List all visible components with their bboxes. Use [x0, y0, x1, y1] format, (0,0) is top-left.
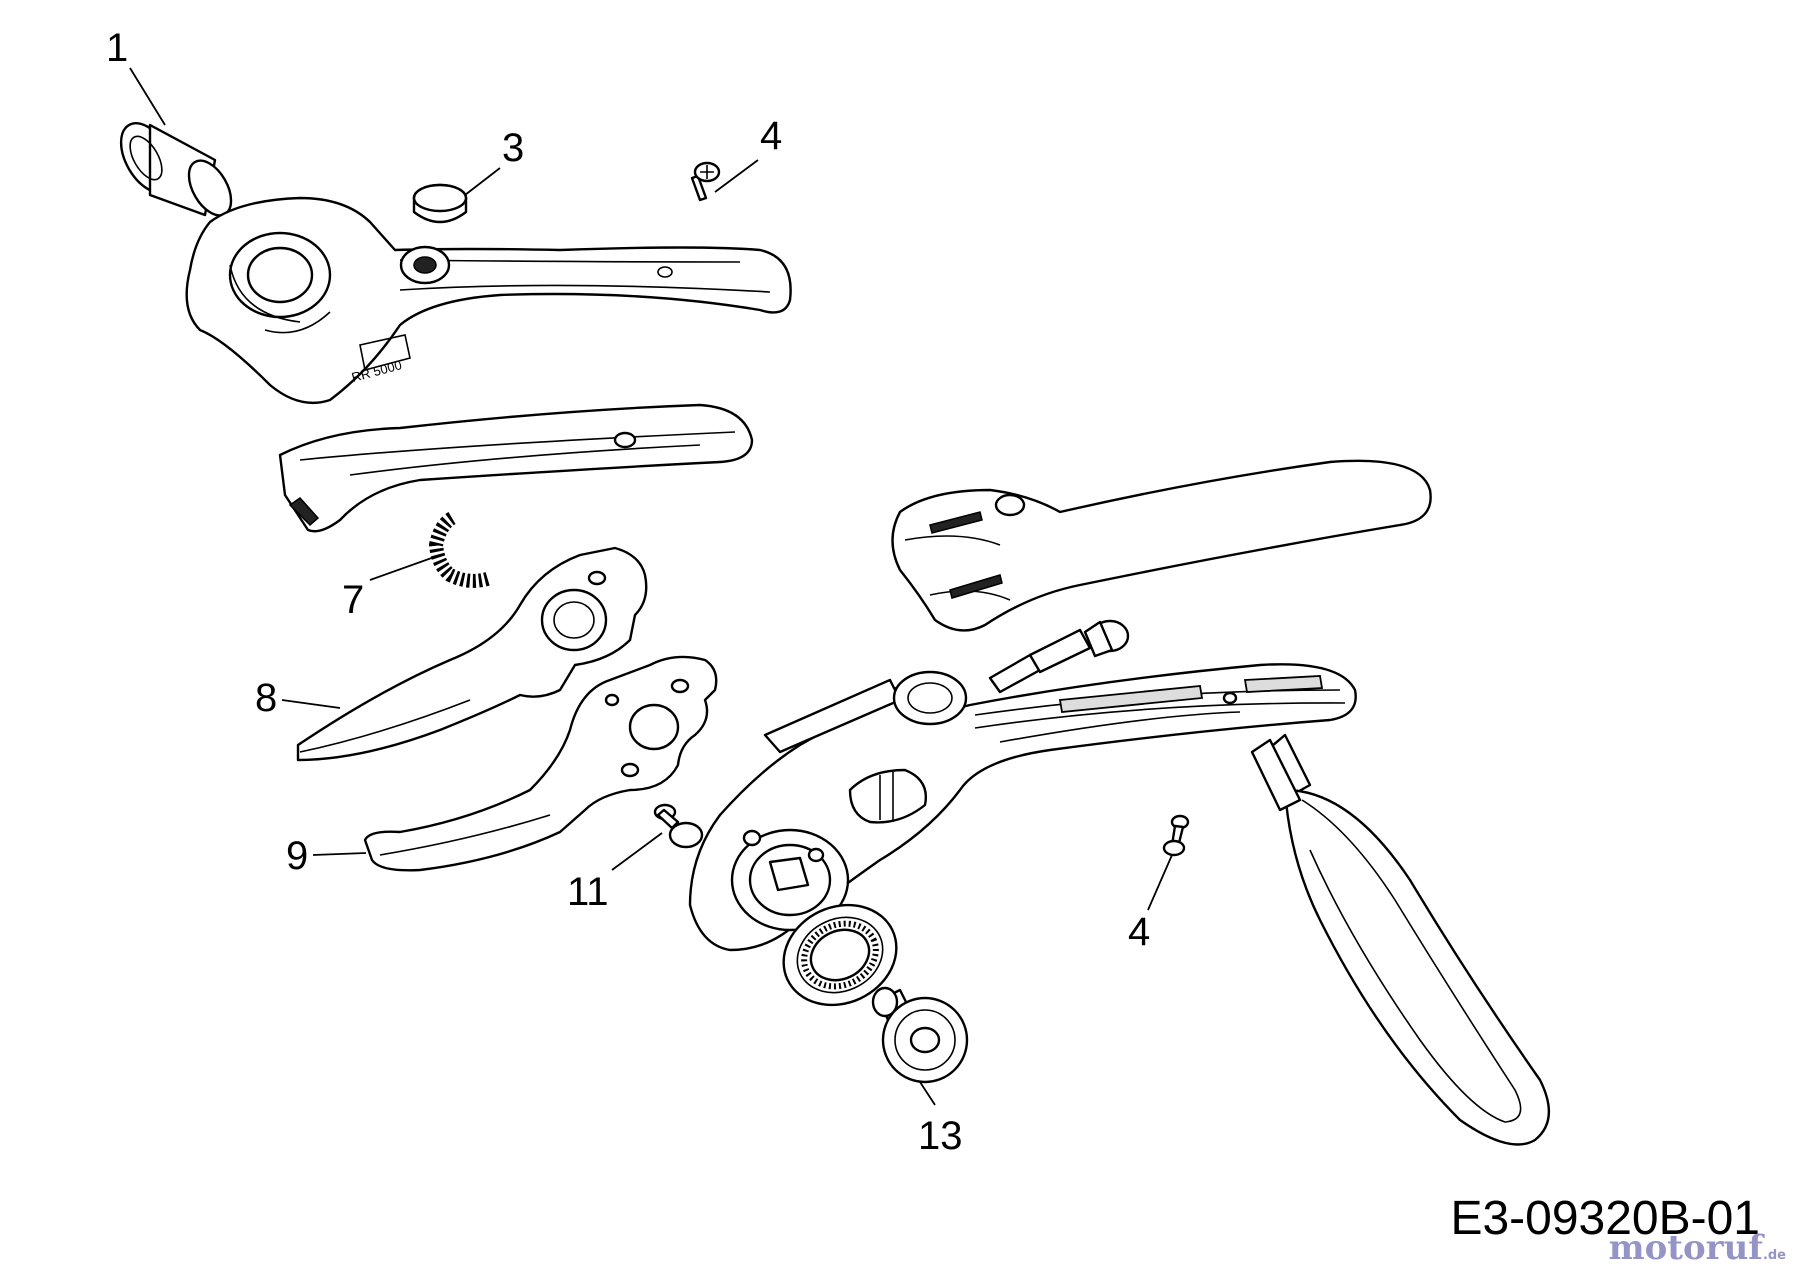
part-4-screw-top — [690, 161, 721, 202]
part-8-upper-blade — [296, 546, 648, 762]
watermark-suffix: .de — [1762, 1248, 1786, 1263]
grip-sleeve — [891, 459, 1432, 632]
callout-11: 11 — [567, 870, 609, 914]
wrist-strap — [1250, 733, 1551, 1146]
callout-8: 8 — [255, 676, 278, 720]
leader-lines — [129, 67, 1173, 1106]
part-3-stopper — [412, 183, 468, 224]
upper-handle: RR 5000 — [185, 196, 792, 404]
part-7-spring — [428, 511, 493, 588]
bearing-ring — [782, 903, 898, 1007]
handle-cover-plate — [278, 403, 754, 533]
part-13-pivot-bolt — [871, 986, 969, 1084]
motoruf-watermark: motoruf.de — [1609, 1228, 1786, 1268]
part-9-lower-blade — [363, 655, 718, 872]
callout-3: 3 — [502, 126, 525, 170]
callout-4-top: 4 — [760, 114, 783, 158]
callout-13: 13 — [918, 1114, 963, 1158]
drawing-code: E3-09320B-01 — [1450, 1192, 1760, 1245]
part-1-bushing — [119, 122, 233, 217]
callout-7: 7 — [342, 578, 365, 622]
callout-1: 1 — [106, 26, 129, 70]
part-4-screw-right — [1162, 814, 1190, 857]
handle-pin — [988, 619, 1130, 694]
watermark-brand: motoruf — [1608, 1228, 1763, 1268]
lower-handle — [688, 663, 1357, 952]
part-11-bolt — [653, 803, 704, 849]
callout-9: 9 — [286, 834, 309, 878]
callout-4-right: 4 — [1128, 910, 1151, 954]
